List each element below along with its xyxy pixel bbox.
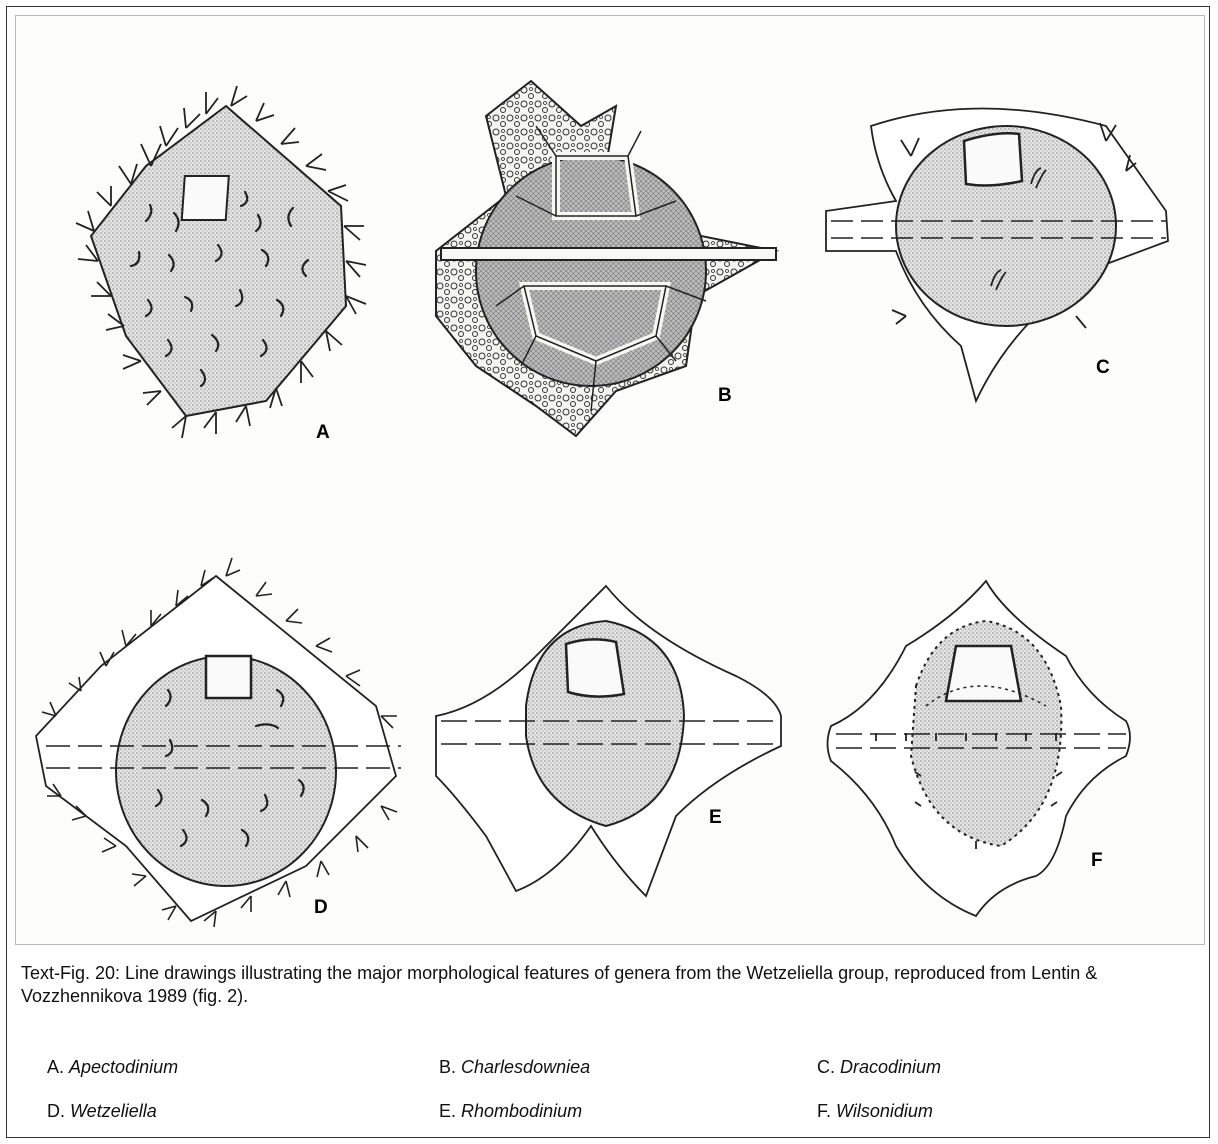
legend-genus: Dracodinium xyxy=(840,1057,941,1077)
panel-label-b: B xyxy=(718,385,732,406)
drawings-panel: A B xyxy=(15,15,1205,945)
legend-item-b: B. Charlesdowniea xyxy=(439,1057,590,1078)
legend-letter: E. xyxy=(439,1101,456,1121)
panel-label-c: C xyxy=(1096,357,1110,378)
legend-item-d: D. Wetzeliella xyxy=(47,1101,157,1122)
legend-letter: D. xyxy=(47,1101,65,1121)
legend-item-a: A. Apectodinium xyxy=(47,1057,178,1078)
legend-letter: F. xyxy=(817,1101,831,1121)
legend-item-f: F. Wilsonidium xyxy=(817,1101,933,1122)
legend-item-e: E. Rhombodinium xyxy=(439,1101,582,1122)
figure-caption: Text-Fig. 20: Line drawings illustrating… xyxy=(21,962,1201,1008)
figure-frame: A B xyxy=(6,6,1210,1138)
drawing-apectodinium xyxy=(76,86,366,438)
drawing-dracodinium xyxy=(826,109,1168,402)
drawing-wilsonidium xyxy=(828,581,1131,916)
legend-letter: C. xyxy=(817,1057,835,1077)
legend-genus: Apectodinium xyxy=(69,1057,178,1077)
panel-label-a: A xyxy=(316,422,330,443)
panel-label-e: E xyxy=(709,807,722,828)
legend-genus: Wetzeliella xyxy=(70,1101,157,1121)
drawing-charlesdowniea xyxy=(436,81,776,436)
legend-genus: Wilsonidium xyxy=(836,1101,933,1121)
drawing-wetzeliella xyxy=(36,558,401,927)
legend-item-c: C. Dracodinium xyxy=(817,1057,941,1078)
legend-genus: Rhombodinium xyxy=(461,1101,582,1121)
panel-label-f: F xyxy=(1091,850,1103,871)
morphology-drawings: A B xyxy=(16,16,1206,946)
drawing-rhombodinium xyxy=(436,586,781,896)
legend-genus: Charlesdowniea xyxy=(461,1057,590,1077)
legend-letter: A. xyxy=(47,1057,64,1077)
legend-letter: B. xyxy=(439,1057,456,1077)
panel-label-d: D xyxy=(314,897,328,918)
